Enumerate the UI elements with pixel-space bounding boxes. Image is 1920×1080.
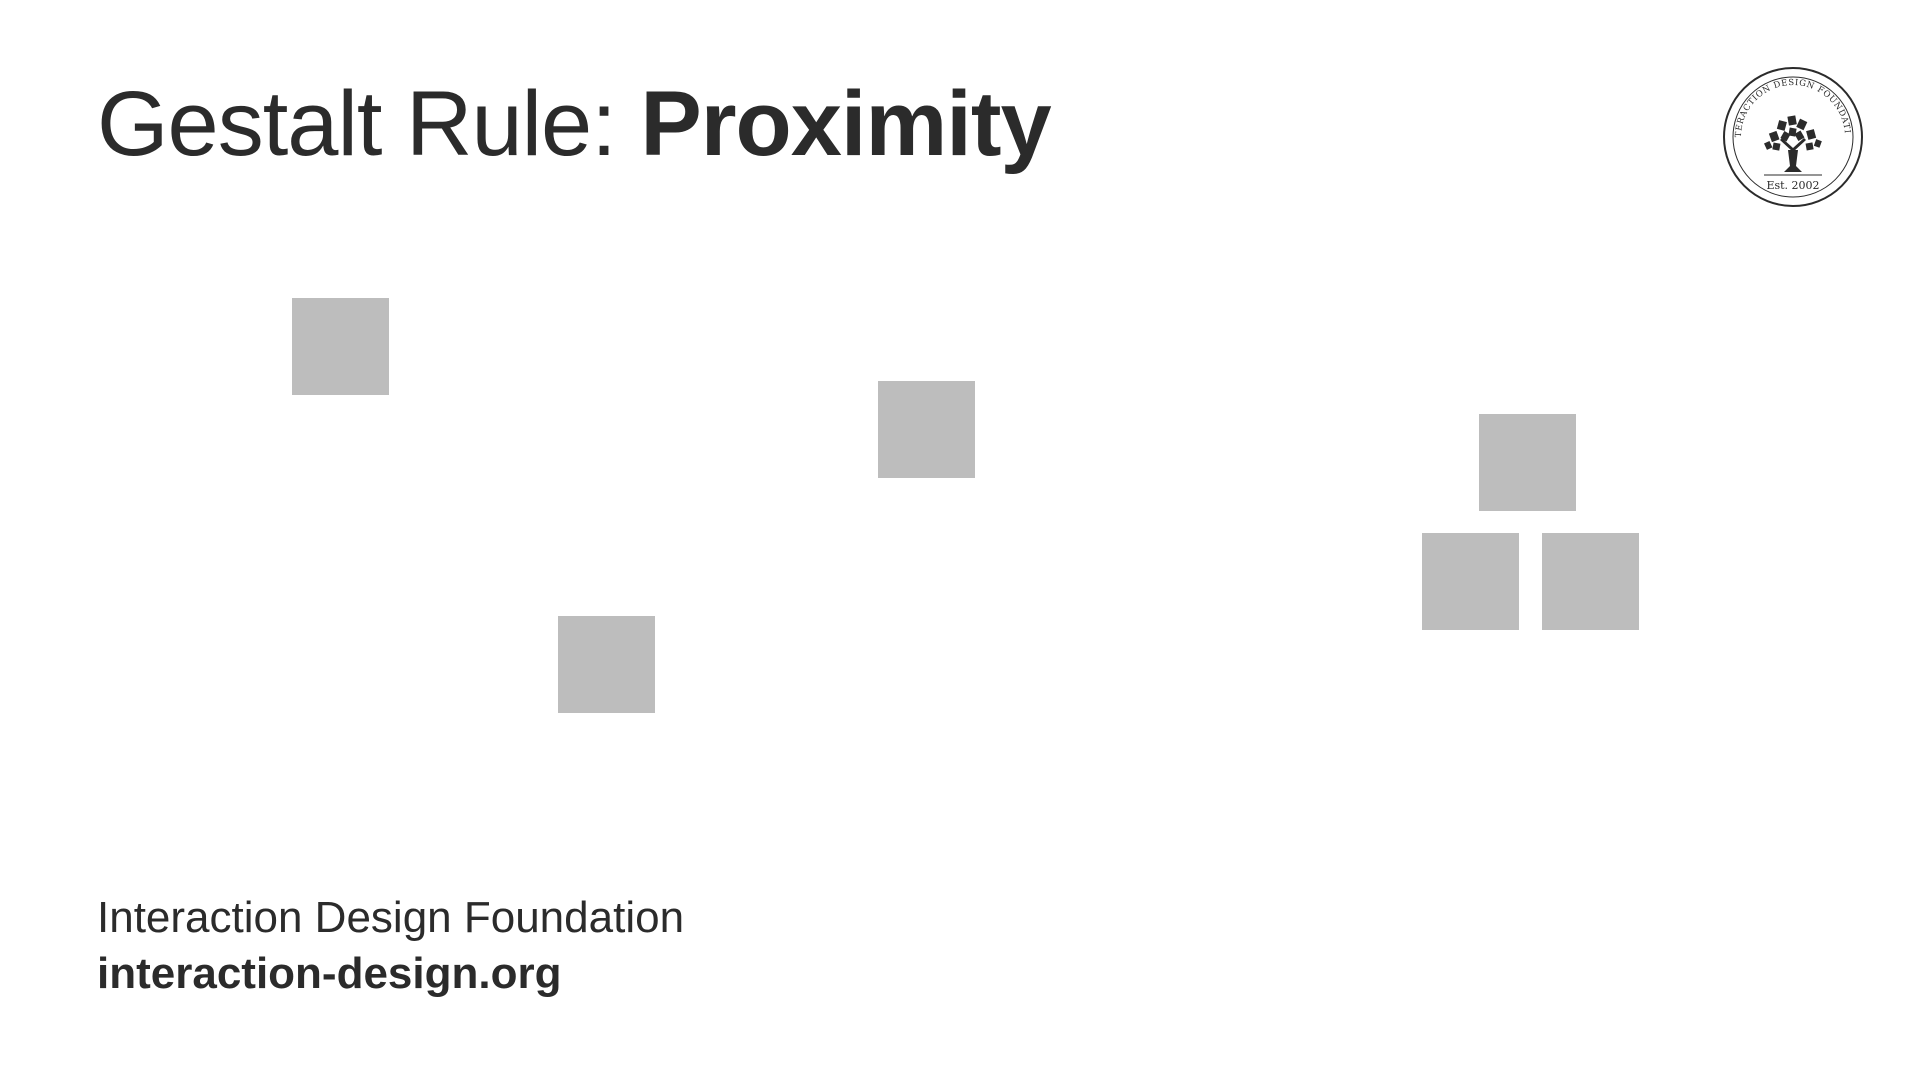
proximity-square — [558, 616, 655, 713]
proximity-square-grouped — [1479, 414, 1576, 511]
proximity-square-grouped — [1542, 533, 1639, 630]
title-regular: Gestalt Rule: — [97, 73, 641, 175]
footer: Interaction Design Foundation interactio… — [97, 890, 684, 1002]
page-title: Gestalt Rule: Proximity — [97, 72, 1052, 178]
idf-logo: INTERACTION DESIGN FOUNDATION Est. 2002 — [1722, 66, 1863, 207]
tree-icon — [1764, 115, 1822, 172]
title-bold: Proximity — [640, 73, 1051, 175]
footer-url: interaction-design.org — [97, 949, 562, 998]
proximity-square — [292, 298, 389, 395]
proximity-square-grouped — [1422, 533, 1519, 630]
proximity-square — [878, 381, 975, 478]
footer-organization: Interaction Design Foundation — [97, 893, 685, 942]
logo-est-text: Est. 2002 — [1766, 179, 1819, 192]
